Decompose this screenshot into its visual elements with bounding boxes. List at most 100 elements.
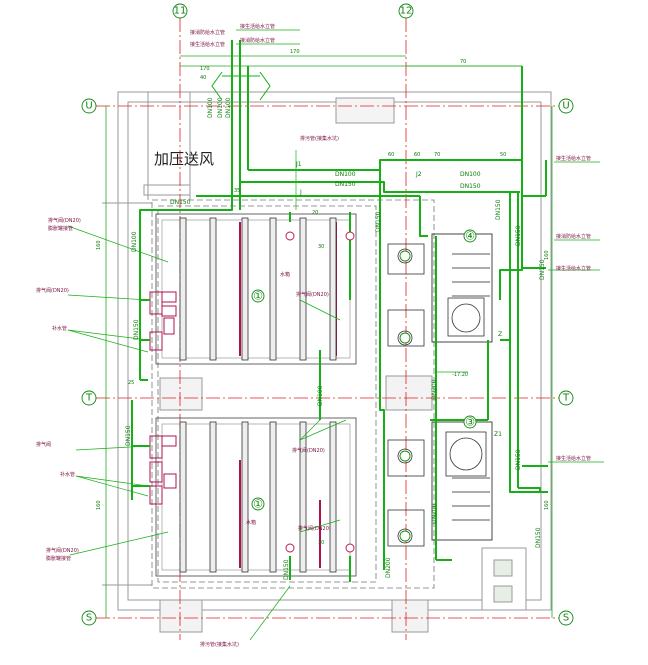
axis-bubble-left-s: S [81, 610, 97, 626]
axis-bubble-left-t: T [81, 390, 97, 406]
note-right-c: 接生活给水立管 [556, 265, 591, 272]
pump-4-skid [431, 233, 493, 343]
pipe-label-dn200-c: DN200 [385, 557, 392, 578]
dim-20: 20 [312, 210, 318, 216]
axis-bubble-top-12: 12 [398, 3, 414, 19]
pipe-label-dn150-a: DN150 [335, 181, 356, 188]
small-pumps [387, 243, 425, 547]
note-top-mid: 排污管(接集水坑) [300, 135, 339, 142]
dim-25: 25 [128, 380, 134, 386]
dimension-lines [105, 55, 553, 618]
dim-left-lower: 160 [96, 500, 102, 510]
dim-60b: 60 [414, 152, 420, 158]
pipe-label-dn150-vert-c: DN150 [539, 259, 546, 280]
note-left-d: 补水管 [52, 325, 67, 332]
valve-rows [452, 253, 490, 521]
dim-right-lower: 160 [544, 500, 550, 510]
pump-3-skid [431, 421, 493, 541]
dim-right-upper: 160 [544, 250, 550, 260]
pipe-label-j: J [299, 189, 302, 196]
axis-bubble-top-11: 11 [172, 3, 188, 19]
axis-bubble-left-u: U [81, 98, 97, 114]
note-left-a: 排气阀(DN20) [48, 217, 81, 224]
note-mid-a: 排气阀(DN20) [296, 291, 329, 298]
dim-30-a: 30 [318, 244, 324, 250]
svg-text:S: S [563, 613, 569, 624]
note-right-d: 接生活给水立管 [556, 455, 591, 462]
svg-text:11: 11 [174, 6, 187, 17]
svg-text:T: T [85, 393, 93, 404]
pipe-label-dn150-vert-f: DN150 [535, 527, 542, 548]
pipe-label-dn100-vert-b: DN100 [131, 231, 138, 252]
dim-50: 50 [500, 152, 506, 158]
water-tank-lower [155, 417, 357, 577]
pipe-label-dn150-vert-a: DN150 [495, 199, 502, 220]
pipe-label-dn100-a: DN100 [335, 171, 356, 178]
note-mid-c: 排气阀(DN20) [292, 447, 325, 454]
unit-4-label: ④ [465, 230, 475, 243]
dim-left-upper: 160 [96, 240, 102, 250]
axis-bubble-right-u: U [558, 98, 574, 114]
dim-30-b: 30 [318, 540, 324, 546]
svg-text:S: S [86, 613, 92, 624]
note-left-b: 膨胀罐接管 [48, 225, 73, 232]
dim-70: 70 [434, 152, 440, 158]
pipe-label-dn150-vert-g: DN150 [515, 449, 522, 470]
note-left-c: 排气阀(DN20) [36, 287, 69, 294]
svg-text:U: U [85, 101, 92, 112]
svg-text:T: T [562, 393, 570, 404]
elevation-label: -17.20 [452, 372, 468, 378]
pipe-label-dn150-vert-d: DN150 [375, 211, 382, 232]
pipe-label-dn200-a: DN200 [431, 379, 438, 400]
pipe-label-dn100-b: DN100 [460, 171, 481, 178]
pipe-label-dn150-vert-i: DN150 [125, 425, 132, 446]
water-tank-upper [155, 213, 357, 365]
axis-bubble-right-t: T [558, 390, 574, 406]
note-mid-e: 排气阀(DN20) [298, 525, 331, 532]
note-right-b: 接消防给水立管 [556, 233, 591, 240]
note-top-a: 接生活给水立管 [240, 23, 275, 30]
dim-top-left: 40 [200, 75, 206, 81]
green-pipes [131, 40, 548, 582]
dim-60: 60 [388, 152, 394, 158]
note-top-d: 接生活给水立管 [190, 41, 225, 48]
pipe-label-dn100-vert: DN100 [317, 385, 324, 406]
note-top-b: 接消防给水立管 [240, 37, 275, 44]
pipe-label-riser-dn100-c: DN100 [225, 97, 232, 118]
pipe-label-riser-dn100-b: DN100 [217, 97, 224, 118]
pipe-label-dn150-vert-b: DN150 [515, 225, 522, 246]
outlet-circles [285, 231, 355, 553]
unit-3-label: ③ [465, 416, 475, 429]
pipe-label-z1: Z1 [494, 431, 502, 438]
svg-text:12: 12 [400, 6, 413, 17]
room-boundary [151, 199, 435, 589]
dim-top-right: 70 [460, 59, 466, 65]
note-top-c: 接消防给水立管 [190, 29, 225, 36]
pipe-label-j1: J1 [295, 161, 302, 168]
building-outline [102, 91, 552, 633]
pipe-label-dn150-c: DN150 [170, 199, 191, 206]
pipe-label-z: Z [498, 331, 502, 338]
pipe-label-dn200-b: DN200 [431, 503, 438, 524]
svg-text:U: U [562, 101, 569, 112]
pipe-label-dn150-vert-h: DN150 [133, 319, 140, 340]
dim-35: 35 [234, 188, 240, 194]
fan-icon [211, 71, 271, 101]
note-mid-d: 水箱 [246, 519, 256, 526]
room-label-pressurized-air: 加压送风 [154, 150, 214, 168]
unit-1-lower-label: ① [253, 498, 263, 511]
pipe-label-riser-dn100-a: DN100 [207, 97, 214, 118]
pipe-label-dn150-b: DN150 [460, 183, 481, 190]
axis-bubble-right-s: S [558, 610, 574, 626]
dim-170: 170 [200, 66, 210, 72]
note-left-g: 排气阀(DN20) [46, 547, 79, 554]
unit-1-upper-label: ① [253, 290, 263, 303]
leader-lines [67, 29, 604, 641]
note-left-h: 膨胀罐接管 [46, 555, 71, 562]
note-right-a: 接生活给水立管 [556, 155, 591, 162]
note-bottom-a: 排污管(接集水坑) [200, 641, 239, 648]
pipe-label-dn150-vert-e: DN150 [283, 559, 290, 580]
note-mid-b: 水箱 [280, 271, 290, 278]
